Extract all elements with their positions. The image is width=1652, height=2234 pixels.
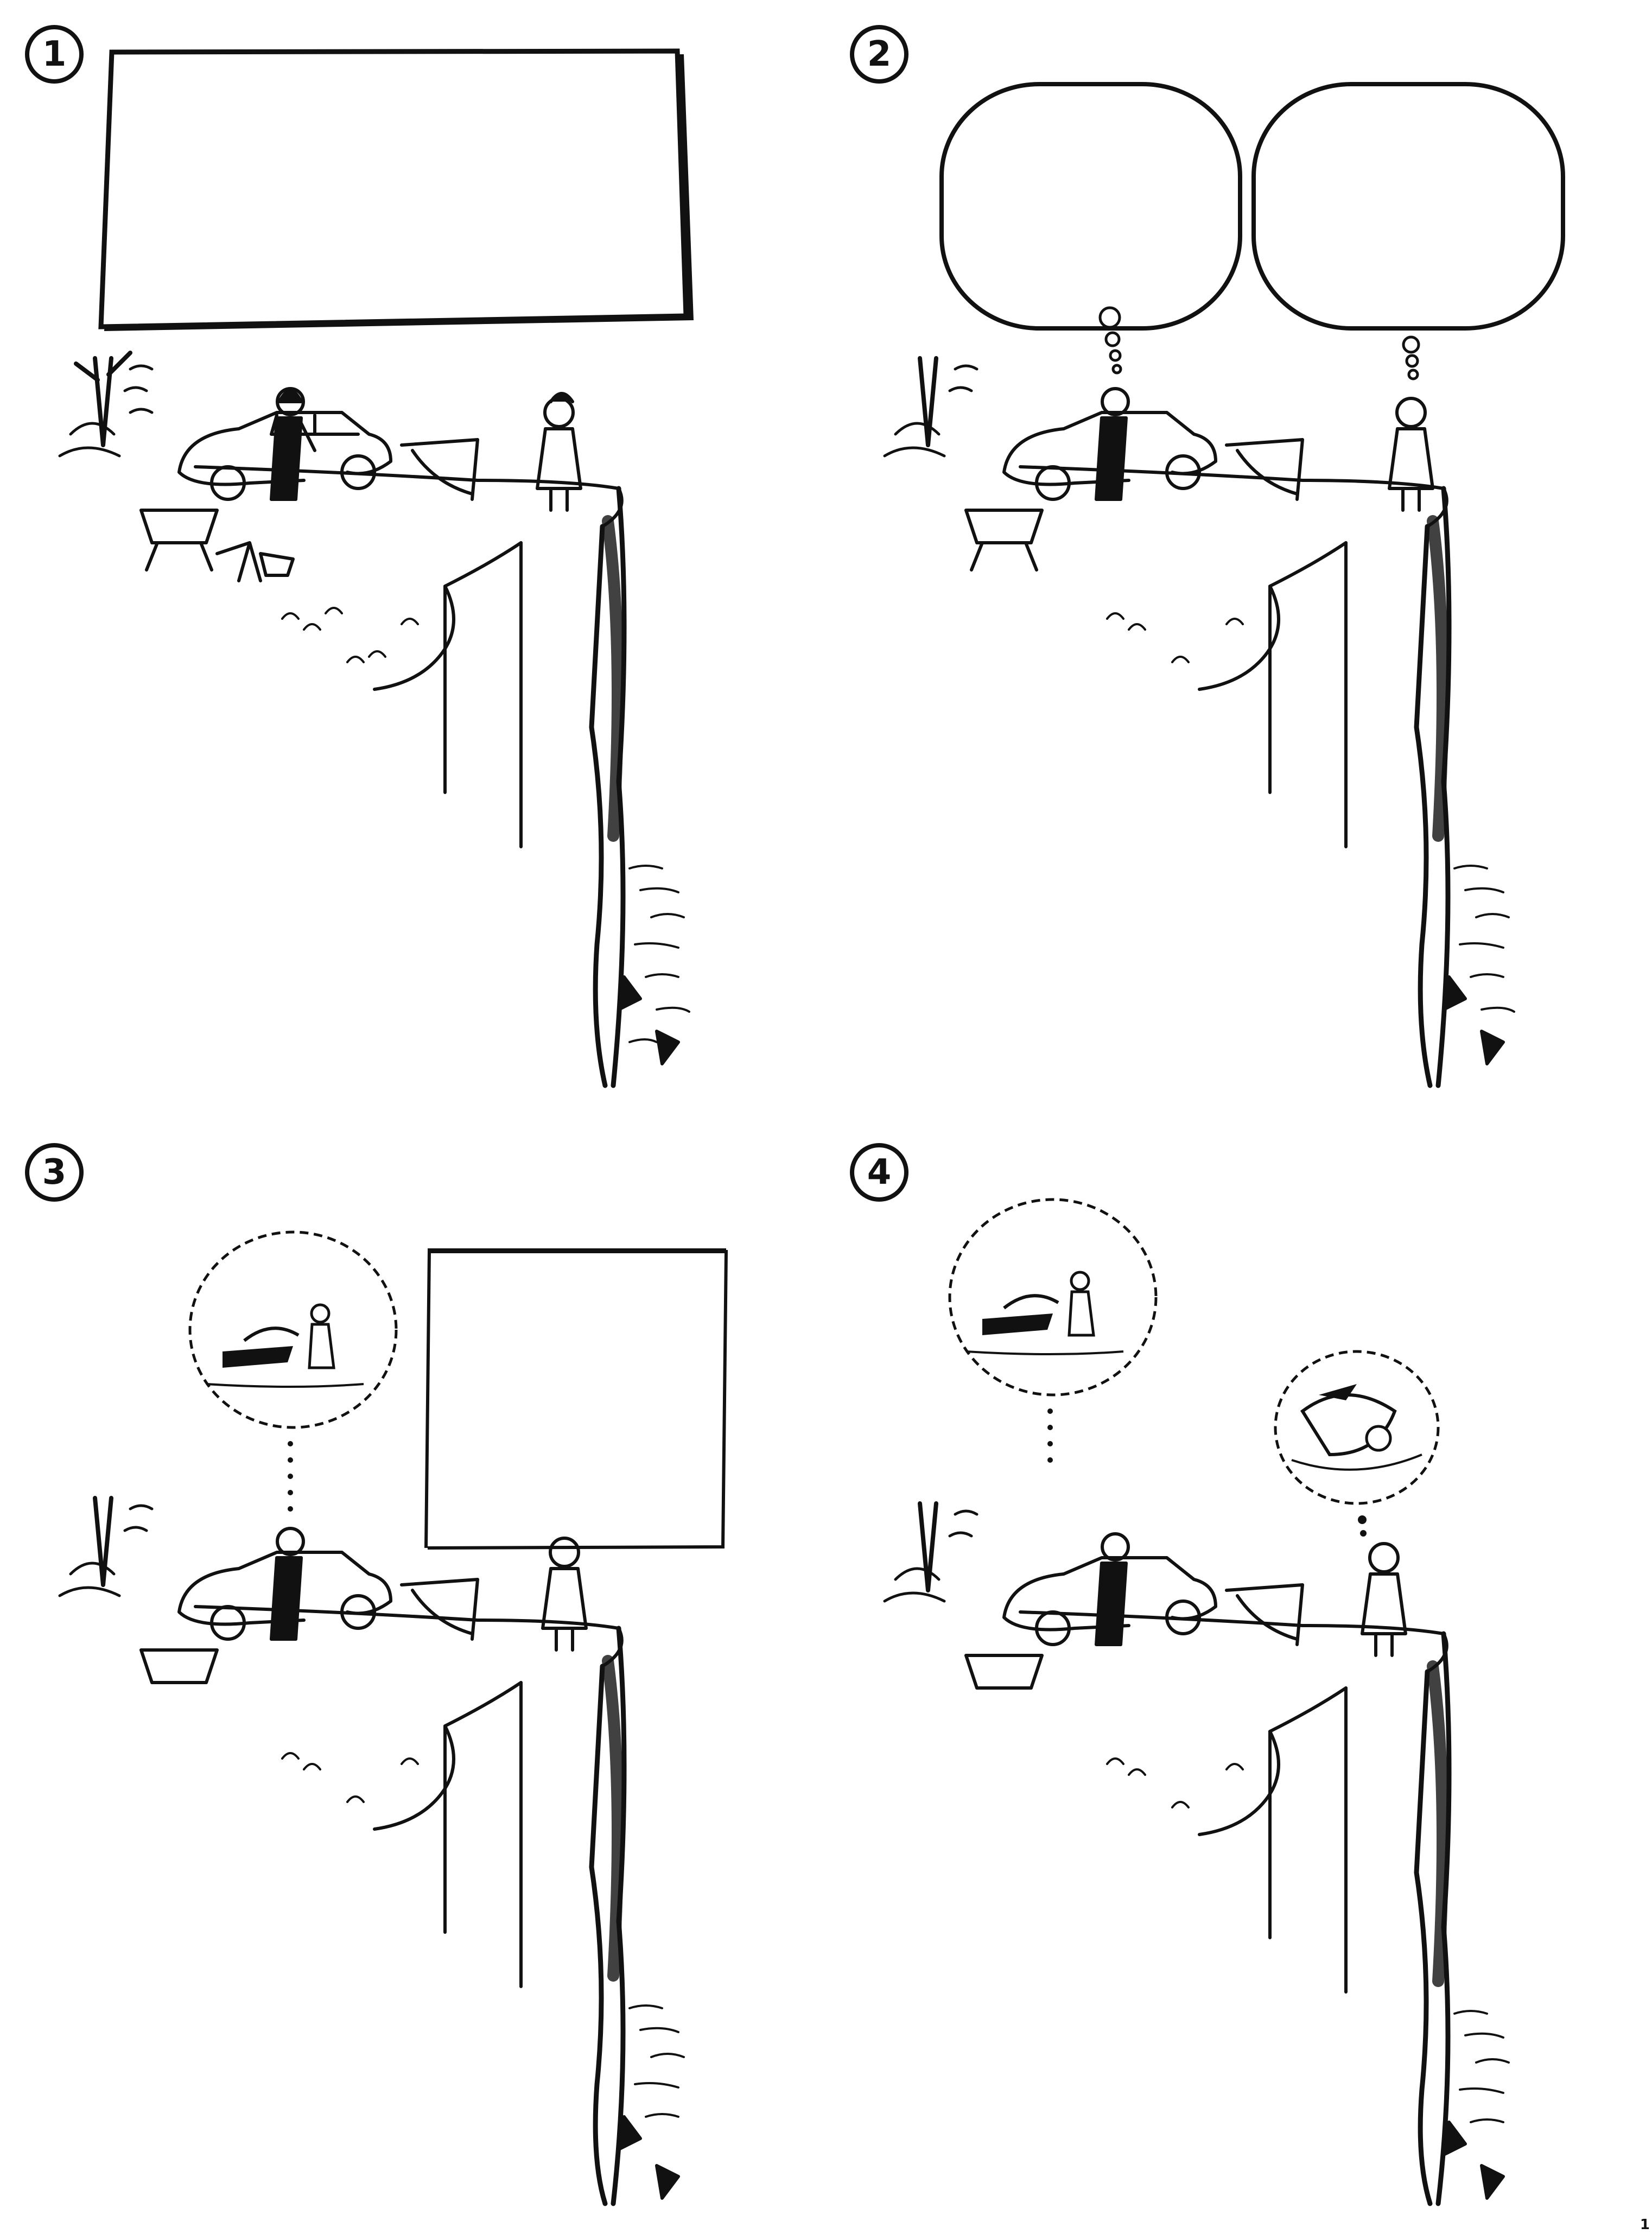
comic-panel-3: 3 [22,1140,781,2206]
comic-panel-2: 2 [847,22,1606,1088]
thought-dots [1098,306,1420,380]
dream-bubble-drawing [1274,1350,1440,1505]
cliff-picnic-scene [883,1408,1510,2206]
panel-number-badge: 2 [850,25,908,84]
page-corner-mark: 1 [1640,2217,1650,2233]
thought-bubble-man[interactable] [939,81,1243,331]
caption-box[interactable] [423,1248,728,1552]
caption-box[interactable] [98,48,695,337]
panel-number-badge: 4 [850,1143,908,1202]
dream-bubble-drawing [948,1198,1158,1397]
dream-bubble-man [944,1194,1161,1400]
panel-number-badge: 3 [25,1143,84,1202]
thought-bubble-woman[interactable] [1251,81,1566,331]
cliff-picnic-scene [58,351,690,1088]
thought-bubble-outline [939,82,1242,331]
caption-box-outline [98,48,694,331]
cliff-picnic-scene [883,306,1515,1088]
thought-bubble-outline [1251,82,1565,331]
dream-bubble-drawing [188,1230,398,1429]
cliff-scene-drawing [58,1496,685,2206]
cliff-picnic-scene [58,1441,685,2206]
comic-panel-1: 1 [22,22,781,1088]
cliff-scene-drawing [883,356,1515,1088]
dream-bubble-man [185,1227,402,1433]
caption-box-outline [424,1248,728,1550]
panel-number-badge: 1 [25,25,84,84]
thought-dots [1047,1408,1367,1537]
thought-dots [288,1441,293,1512]
cliff-scene-drawing [883,1501,1510,2206]
dream-bubble-woman [1270,1346,1444,1509]
comic-panel-4: 4 [847,1140,1606,2206]
cliff-scene-drawing [58,351,690,1088]
